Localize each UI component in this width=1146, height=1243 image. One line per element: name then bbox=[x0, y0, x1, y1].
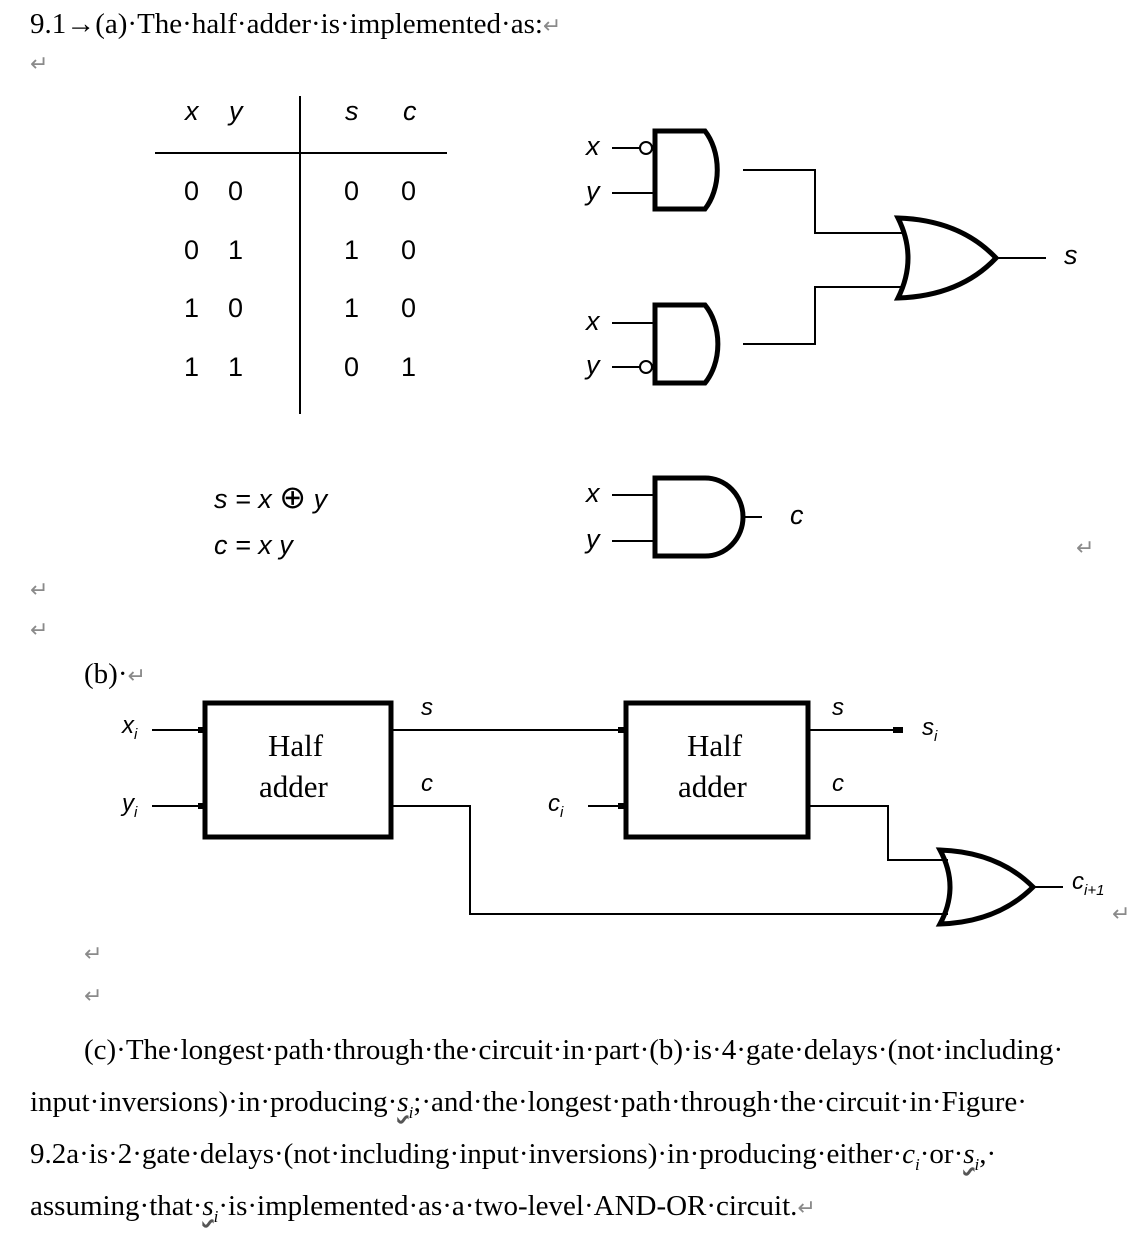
cell-r4-c: 1 bbox=[401, 352, 417, 382]
paragraph-mark: ↵ bbox=[797, 1196, 816, 1221]
paragraph-mark: ↵ bbox=[127, 664, 146, 689]
paragraph-mark: ↵ bbox=[1112, 902, 1131, 927]
paragraph-mark: ↵ bbox=[30, 618, 49, 643]
header-s: s bbox=[345, 96, 359, 126]
xor-icon: ⊕ bbox=[279, 479, 307, 515]
paragraph-mark: ↵ bbox=[84, 984, 103, 1009]
part-c-line-2: input·inversions)·in·producing·si;·and·t… bbox=[30, 1086, 1027, 1122]
part-c-line-1: (c)·The·longest·path·through·the·circuit… bbox=[84, 1034, 1064, 1066]
paragraph-mark: ↵ bbox=[84, 942, 103, 967]
equation-c: c = x y bbox=[214, 530, 293, 560]
gate-input-x3: x bbox=[586, 478, 600, 508]
and-gate-icon bbox=[652, 128, 720, 212]
part-c-line-4: assuming·that·si·is·implemented·as·a·two… bbox=[30, 1190, 816, 1226]
part-c-line-3: 9.2a·is·2·gate·delays·(not·including·inp… bbox=[30, 1138, 997, 1174]
equation-s-lhs: s = x bbox=[214, 484, 272, 514]
half-adder-1-label-line1: Half bbox=[268, 728, 324, 763]
problem-number: 9.1 bbox=[30, 8, 67, 40]
si-variable: si bbox=[397, 1086, 414, 1122]
gate-input-x1: x bbox=[586, 131, 600, 161]
gate-output-c: c bbox=[790, 500, 804, 530]
header-y: y bbox=[229, 96, 243, 126]
ha2-s-label: s bbox=[832, 694, 844, 721]
or-gate-icon bbox=[935, 847, 1037, 927]
half-adder-1-label-line2: adder bbox=[259, 769, 328, 804]
cell-r2-s: 1 bbox=[344, 235, 360, 265]
output-si: si bbox=[922, 714, 938, 745]
header-c: c bbox=[403, 96, 417, 126]
cell-r2-c: 0 bbox=[401, 235, 417, 265]
gate-input-y3: y bbox=[586, 524, 600, 554]
input-yi: yi bbox=[122, 790, 138, 821]
gate-output-s: s bbox=[1064, 240, 1078, 270]
cell-r3-y: 0 bbox=[228, 293, 244, 323]
output-ci1: ci+1 bbox=[1072, 868, 1105, 899]
paragraph-mark: ↵ bbox=[542, 14, 562, 39]
header-x: x bbox=[185, 96, 199, 126]
equation-s-rhs: y bbox=[313, 484, 328, 514]
half-adder-2-label-line1: Half bbox=[687, 728, 743, 763]
cell-r3-s: 1 bbox=[344, 293, 360, 323]
cell-r1-s: 0 bbox=[344, 176, 360, 206]
paragraph-mark: ↵ bbox=[30, 52, 49, 77]
cell-r1-x: 0 bbox=[184, 176, 200, 206]
input-ci: ci bbox=[548, 790, 564, 821]
inversion-bubble-icon bbox=[639, 360, 653, 374]
input-xi: xi bbox=[122, 712, 138, 743]
cell-r4-s: 0 bbox=[344, 352, 360, 382]
and-gate-icon bbox=[652, 475, 746, 559]
half-adder-2-label-line2: adder bbox=[678, 769, 747, 804]
ci-variable: ci bbox=[902, 1138, 920, 1174]
ha2-c-label: c bbox=[832, 770, 844, 797]
problem-heading: 9.1→(a)·The·half·adder·is·implemented·as… bbox=[30, 8, 561, 41]
cell-r1-y: 0 bbox=[228, 176, 244, 206]
part-b-label: (b)·↵ bbox=[84, 658, 146, 690]
equation-s: s = x ⊕ y bbox=[214, 478, 327, 516]
ha1-s-label: s bbox=[421, 694, 433, 721]
and-gate-icon bbox=[652, 302, 721, 386]
ha1-c-label: c bbox=[421, 770, 433, 797]
gate-input-x2: x bbox=[586, 306, 600, 336]
si-variable: si bbox=[202, 1190, 219, 1226]
or-gate-icon bbox=[893, 215, 1000, 301]
si-variable: si bbox=[963, 1138, 980, 1174]
paragraph-mark: ↵ bbox=[30, 578, 49, 603]
tab-arrow: → bbox=[66, 8, 96, 40]
cell-r3-c: 0 bbox=[401, 293, 417, 323]
cell-r4-y: 1 bbox=[228, 352, 244, 382]
inversion-bubble-icon bbox=[639, 141, 653, 155]
cell-r4-x: 1 bbox=[184, 352, 200, 382]
cell-r2-y: 1 bbox=[228, 235, 244, 265]
paragraph-mark: ↵ bbox=[1076, 536, 1095, 561]
cell-r1-c: 0 bbox=[401, 176, 417, 206]
cell-r3-x: 1 bbox=[184, 293, 200, 323]
cell-r2-x: 0 bbox=[184, 235, 200, 265]
gate-input-y1: y bbox=[586, 176, 600, 206]
gate-input-y2: y bbox=[586, 350, 600, 380]
heading-text: (a)·The·half·adder·is·implemented·as: bbox=[95, 8, 543, 40]
